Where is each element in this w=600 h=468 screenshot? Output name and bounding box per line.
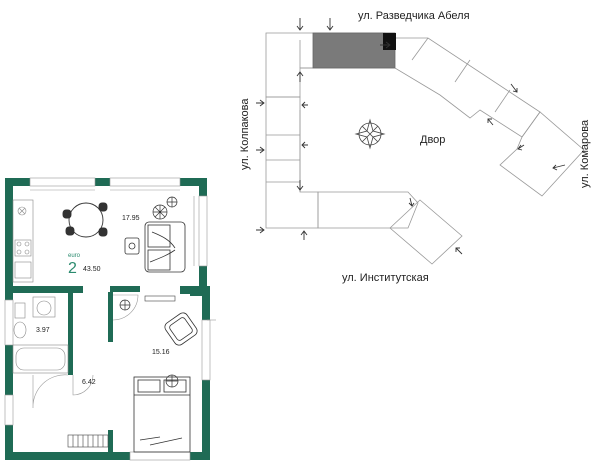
building-section-east [499, 111, 585, 197]
armchair [164, 312, 198, 346]
plant-icon-bedroom [119, 299, 179, 388]
bathroom-area: 3.97 [36, 327, 50, 334]
apartment-plan: 17.95 3.97 6.42 15.16 euro 2 43.50 [4, 177, 216, 461]
street-label-left: ул. Колпакова [239, 98, 251, 170]
radiator [67, 295, 176, 448]
apartment-total-area: 43.50 [83, 266, 101, 273]
entrance-arrows [256, 18, 566, 255]
bathroom-fixtures [12, 296, 69, 374]
kitchen-living-area: 17.95 [122, 215, 140, 222]
bed [133, 376, 191, 453]
building-section-south [317, 191, 419, 229]
kitchen-unit [12, 199, 34, 283]
street-label-right: ул. Комарова [579, 119, 591, 188]
living-sofa [124, 221, 186, 273]
apartment-type-label: euro [68, 253, 81, 259]
hall-area: 6.42 [82, 379, 96, 386]
street-label-top: ул. Разведчика Абеля [358, 10, 470, 22]
plant-icon [152, 196, 178, 220]
windows [4, 177, 211, 461]
dining-table [62, 202, 108, 238]
building-section-north [265, 32, 541, 138]
current-section-marker [383, 33, 396, 50]
current-building [312, 32, 396, 69]
apartment-rooms: 2 [68, 260, 77, 277]
bedroom-area: 15.16 [152, 349, 170, 356]
site-plan [256, 18, 585, 265]
compass-icon [354, 118, 386, 150]
building-section-southeast [389, 199, 463, 265]
courtyard-label: Двор [420, 134, 445, 146]
doors [4, 294, 139, 426]
building-section-west [265, 96, 319, 229]
street-label-bottom: ул. Институтская [342, 272, 429, 284]
